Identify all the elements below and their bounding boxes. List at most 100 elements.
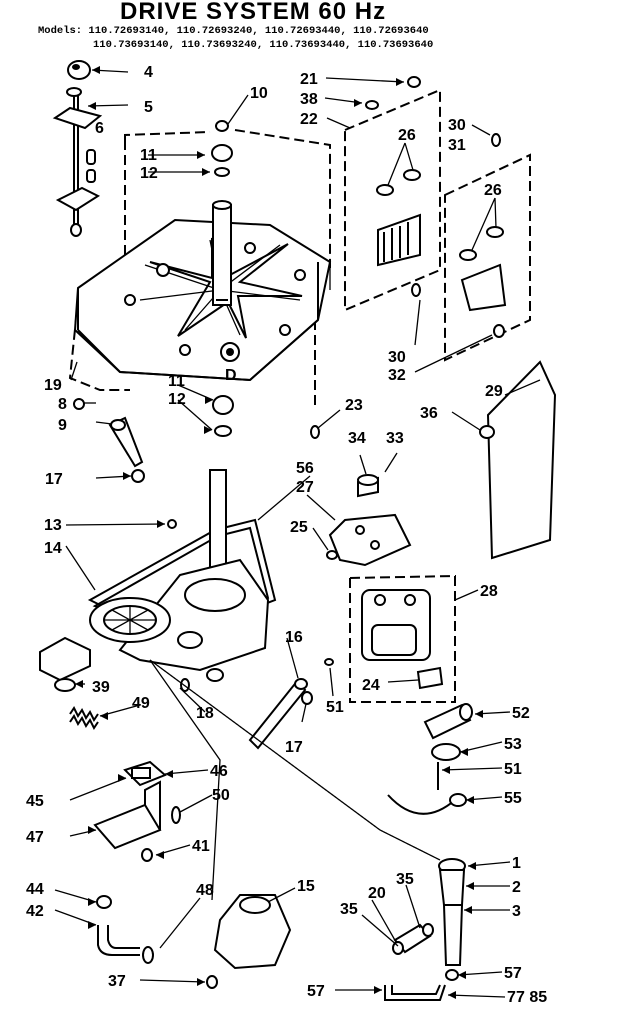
callout-48: 48: [196, 882, 214, 899]
arrowheads: [75, 66, 483, 999]
models-prefix: Models:: [38, 25, 83, 37]
callout-4: 4: [144, 64, 153, 81]
callout-34: 34: [348, 430, 366, 447]
callout-labels: 4 5 6 10 11 12 21 38 22 26 30 31 26 30 3…: [26, 64, 547, 1006]
callout-10: 10: [250, 85, 268, 102]
callout-11-bottom: 11: [168, 373, 185, 390]
part-7-57-hose: [384, 984, 446, 1001]
callout-32: 32: [388, 367, 406, 384]
callout-14: 14: [44, 540, 62, 557]
callout-37: 37: [108, 973, 126, 990]
part-52-tube: [423, 703, 473, 740]
callout-38: 38: [300, 91, 318, 108]
part-42-44-hose: [96, 895, 140, 956]
callout-13: 13: [44, 517, 62, 534]
part-28-pump-box: [349, 574, 456, 703]
callout-18: 18: [196, 705, 214, 722]
part-5-6-linkage: [52, 87, 103, 237]
callout-19: 19: [44, 377, 62, 394]
part-19-base: D: [73, 218, 332, 384]
callout-11-top: 11: [140, 147, 157, 164]
part-11-12-lower: [212, 395, 234, 437]
callout-30-bottom: 30: [388, 349, 406, 366]
callout-50: 50: [212, 787, 230, 804]
callout-53: 53: [504, 736, 522, 753]
part-39-bracket: [39, 636, 91, 692]
callout-52: 52: [512, 705, 530, 722]
callout-31: 31: [448, 137, 466, 154]
part-29-panel: [479, 360, 557, 560]
callout-3: 3: [512, 903, 521, 920]
panel-middle-right: [444, 133, 531, 362]
callout-6: 6: [95, 120, 104, 137]
callout-22: 22: [300, 111, 318, 128]
callout-41: 41: [192, 838, 210, 855]
page-mark: 7 85: [516, 989, 547, 1006]
models-line-1: 110.72693140, 110.72693240, 110.72693440…: [88, 25, 429, 37]
part-4-cap: [67, 60, 91, 80]
callout-30-top: 30: [448, 117, 466, 134]
callout-33: 33: [386, 430, 404, 447]
panel-upper-right: [344, 76, 441, 312]
callout-46: 46: [210, 763, 228, 780]
part-49-spring: [69, 706, 99, 730]
part-53-clamp: [431, 743, 461, 790]
callout-15: 15: [297, 878, 315, 895]
callout-8: 8: [58, 396, 67, 413]
part-47-bracket: [93, 780, 181, 862]
part-33-34-nut: [357, 474, 379, 498]
callout-57-left: 57: [307, 983, 325, 1000]
callout-12-top: 12: [140, 165, 158, 182]
callout-16: 16: [285, 629, 303, 646]
diagram-title: DRIVE SYSTEM 60 Hz: [120, 0, 387, 25]
callout-7: 7: [507, 989, 516, 1006]
callout-24: 24: [362, 677, 380, 694]
callout-47: 47: [26, 829, 44, 846]
callout-21: 21: [300, 71, 318, 88]
callout-27: 27: [296, 479, 314, 496]
part-transmission: [89, 469, 270, 692]
part-25-27-bracket: [326, 513, 412, 567]
base-marking: D: [225, 367, 237, 384]
part-8-9-17-bracket: [73, 398, 320, 483]
callout-5: 5: [144, 99, 153, 116]
callout-51-middle: 51: [326, 699, 344, 716]
part-15-pump: [142, 894, 292, 989]
part-shaft-top: [212, 200, 232, 306]
callout-35-bottom: 35: [340, 901, 358, 918]
part-16-linkage: [248, 658, 334, 750]
models-line-2: 110.73693140, 110.73693240, 110.73693440…: [93, 39, 434, 51]
callout-28: 28: [480, 583, 498, 600]
callout-44: 44: [26, 881, 44, 898]
callout-26-upper: 26: [398, 127, 416, 144]
part-46-switch: [123, 760, 167, 787]
model-list: Models: 110.72693140, 110.72693240, 110.…: [38, 24, 618, 52]
callout-12-bottom: 12: [168, 391, 186, 408]
part-10-11-12-upper: [211, 120, 233, 177]
callout-20: 20: [368, 885, 386, 902]
base-dashed-box: [68, 129, 331, 410]
callout-55: 55: [504, 790, 522, 807]
callout-45: 45: [26, 793, 44, 810]
part-1-2-3-tube: [438, 858, 466, 981]
callout-42: 42: [26, 903, 44, 920]
callout-25: 25: [290, 519, 308, 536]
callout-17-left: 17: [45, 471, 63, 488]
callout-1: 1: [512, 855, 521, 872]
callout-26-lower: 26: [484, 182, 502, 199]
callout-2: 2: [512, 879, 521, 896]
callout-9: 9: [58, 417, 67, 434]
callout-35-top: 35: [396, 871, 414, 888]
callout-36: 36: [420, 405, 438, 422]
callout-57-right: 57: [504, 965, 522, 982]
callout-56: 56: [296, 460, 314, 477]
callout-17-middle: 17: [285, 739, 303, 756]
callout-49: 49: [132, 695, 150, 712]
part-55-hose-clamp: [387, 793, 467, 815]
callout-23: 23: [345, 397, 363, 414]
part-20-35-connector: [392, 923, 434, 955]
callout-39: 39: [92, 679, 110, 696]
callout-51-right: 51: [504, 761, 522, 778]
